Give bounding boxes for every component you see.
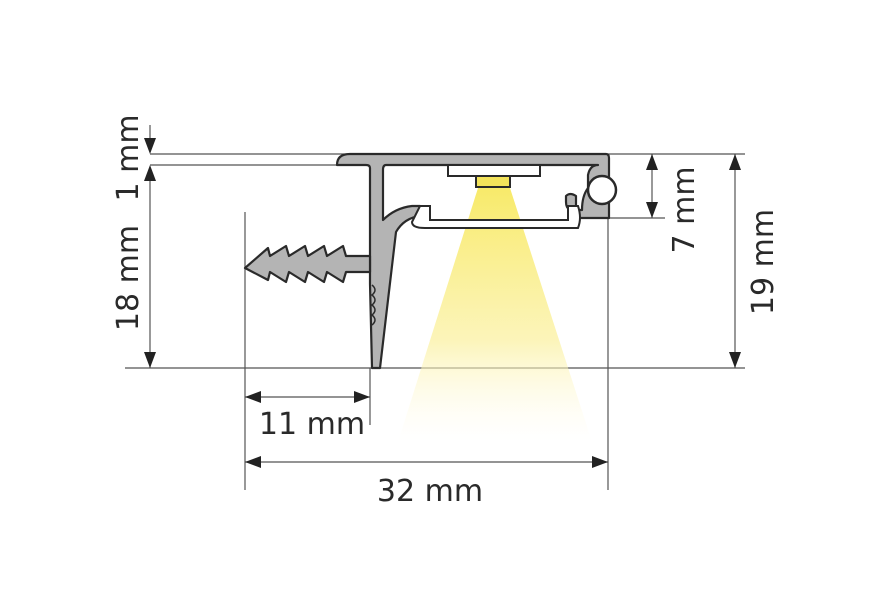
dim-label-top-lip: 1 mm xyxy=(111,114,146,201)
led-strip-pcb xyxy=(447,164,541,177)
dim-label-step-height: 18 mm xyxy=(111,225,146,331)
dim-label-channel-depth: 7 mm xyxy=(667,166,702,253)
dimension-arrows xyxy=(144,125,741,468)
dim-label-total-height: 19 mm xyxy=(746,209,781,315)
led-chip xyxy=(475,175,511,188)
dim-label-fin-length: 11 mm xyxy=(259,407,365,442)
dim-label-total-width: 32 mm xyxy=(377,474,483,509)
light-beam xyxy=(398,188,592,442)
diffuser xyxy=(410,205,581,229)
sealing-cord xyxy=(586,174,618,206)
aluminium-profile xyxy=(243,152,618,370)
